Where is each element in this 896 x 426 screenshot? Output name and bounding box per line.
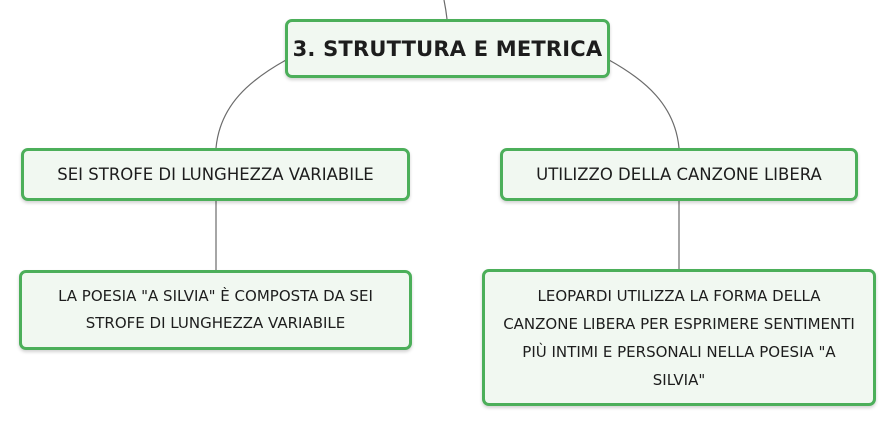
branch-node-label: SEI STROFE DI LUNGHEZZA VARIABILE — [57, 165, 374, 184]
detail-node-text: LEOPARDI UTILIZZA LA FORMA DELLA CANZONE… — [503, 286, 855, 389]
root-node-label: 3. STRUTTURA E METRICA — [292, 36, 603, 61]
branch-node-sei-strofe[interactable]: SEI STROFE DI LUNGHEZZA VARIABILE — [21, 148, 410, 201]
branch-node-label: UTILIZZO DELLA CANZONE LIBERA — [536, 165, 822, 184]
connector-root-to-branch-2 — [608, 59, 680, 149]
detail-node-sei-strofe[interactable]: LA POESIA "A SILVIA" È COMPOSTA DA SEI S… — [19, 270, 412, 350]
root-node[interactable]: 3. STRUTTURA E METRICA — [285, 19, 610, 78]
detail-node-text: LA POESIA "A SILVIA" È COMPOSTA DA SEI S… — [58, 287, 373, 332]
connector-from-parent — [443, 0, 448, 20]
connector-root-to-branch-1 — [215, 59, 287, 149]
branch-node-canzone-libera[interactable]: UTILIZZO DELLA CANZONE LIBERA — [500, 148, 858, 201]
detail-node-canzone-libera[interactable]: LEOPARDI UTILIZZA LA FORMA DELLA CANZONE… — [482, 269, 876, 406]
